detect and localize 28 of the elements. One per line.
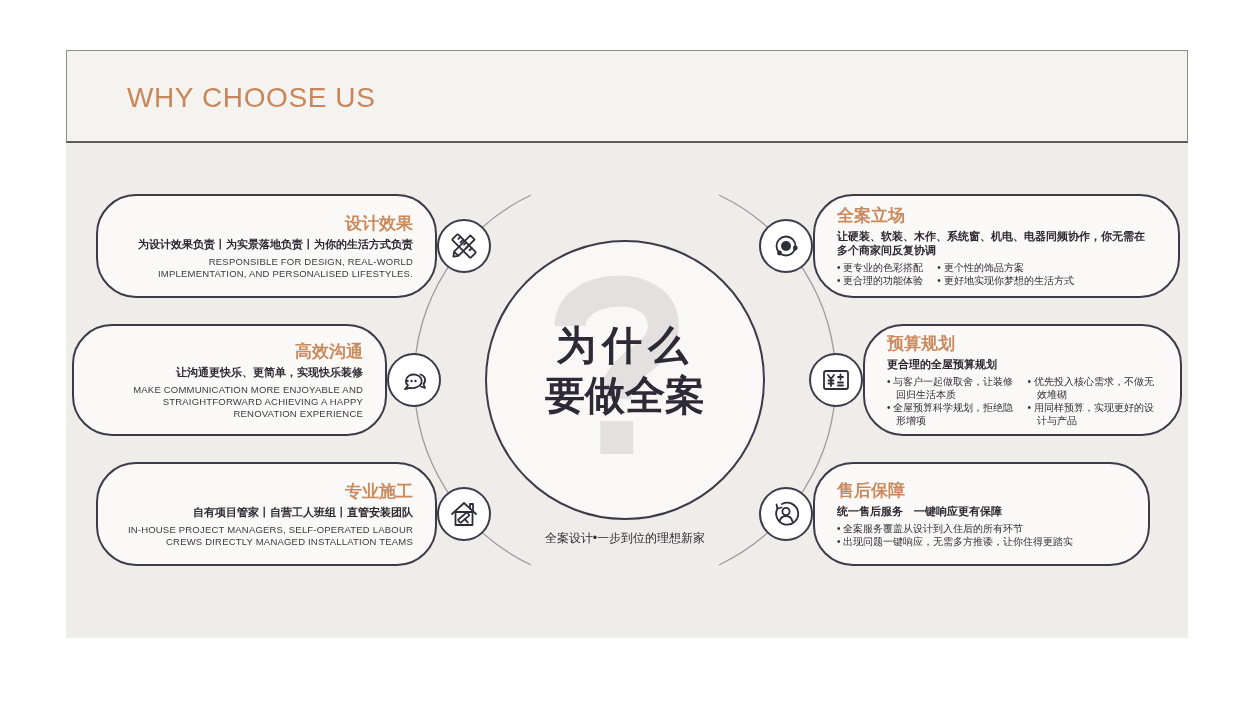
card-title: 预算规划 [887, 333, 955, 354]
card-title: 高效沟通 [295, 340, 363, 362]
bullet-item: • 更专业的色彩搭配 [837, 261, 924, 274]
bullet-item: • 更个性的饰品方案 [937, 261, 1024, 274]
card-title: 设计效果 [345, 212, 413, 234]
caption-text: 全案设计•一步到位的理想新家 [544, 530, 706, 546]
center-heading: 为什么要做全案 [544, 322, 706, 419]
bullet-item: • 更好地实现你梦想的生活方式 [937, 274, 1074, 287]
bullet-item: • 用同样预算，实现更好的设计与产品 [1027, 401, 1154, 427]
bullet-item: • 优先投入核心需求，不做无效堆砌 [1027, 375, 1154, 401]
card-subtitle: 统一售后服务 一键响应更有保障 [837, 504, 1002, 518]
bullet-item: • 全案服务覆盖从设计到入住后的所有环节 [837, 522, 1024, 535]
card-title: 专业施工 [345, 480, 413, 502]
bullet-item: • 全屋预算科学规划，拒绝隐形增项 [887, 401, 1014, 427]
page-title: WHY CHOOSE US [127, 82, 376, 114]
card-title: 售后保障 [837, 480, 905, 501]
card-description: MAKE COMMUNICATION MORE ENJOYABLE AND STRAIGHTFORWARD ACHIEVING A HAPPY RENOVATION EXPERIENCE [132, 383, 363, 420]
bullet-item: • 与客户一起做取舍，让装修回归生活本质 [887, 375, 1014, 401]
card-subtitle: 自有项目管家丨自营工人班组丨直管安装团队 [193, 504, 413, 519]
card-subtitle: 更合理的全屋预算规划 [887, 357, 997, 371]
bullet-item: • 更合理的功能体验 [837, 274, 924, 287]
card-subtitle: 让沟通更快乐、更简单，实现快乐装修 [176, 364, 363, 379]
card-subtitle: 为设计效果负责丨为实景落地负责丨为你的生活方式负责 [138, 236, 413, 251]
bullet-item: • 出现问题一键响应，无需多方推诿，让你住得更踏实 [837, 535, 1074, 548]
card-title: 全案立场 [837, 205, 905, 226]
card-description: RESPONSIBLE FOR DESIGN, REAL-WORLD IMPLEMENTATION, AND PERSONALISED LIFESTYLES. [157, 255, 413, 280]
card-description: IN-HOUSE PROJECT MANAGERS, SELF-OPERATED LABOUR CREWS DIRECTLY MANAGED INSTALLATION TEAMS [126, 523, 413, 548]
card-subtitle: 让硬装、软装、木作、系统窗、机电、电器同频协作，你无需在多个商家间反复协调 [837, 229, 1146, 257]
